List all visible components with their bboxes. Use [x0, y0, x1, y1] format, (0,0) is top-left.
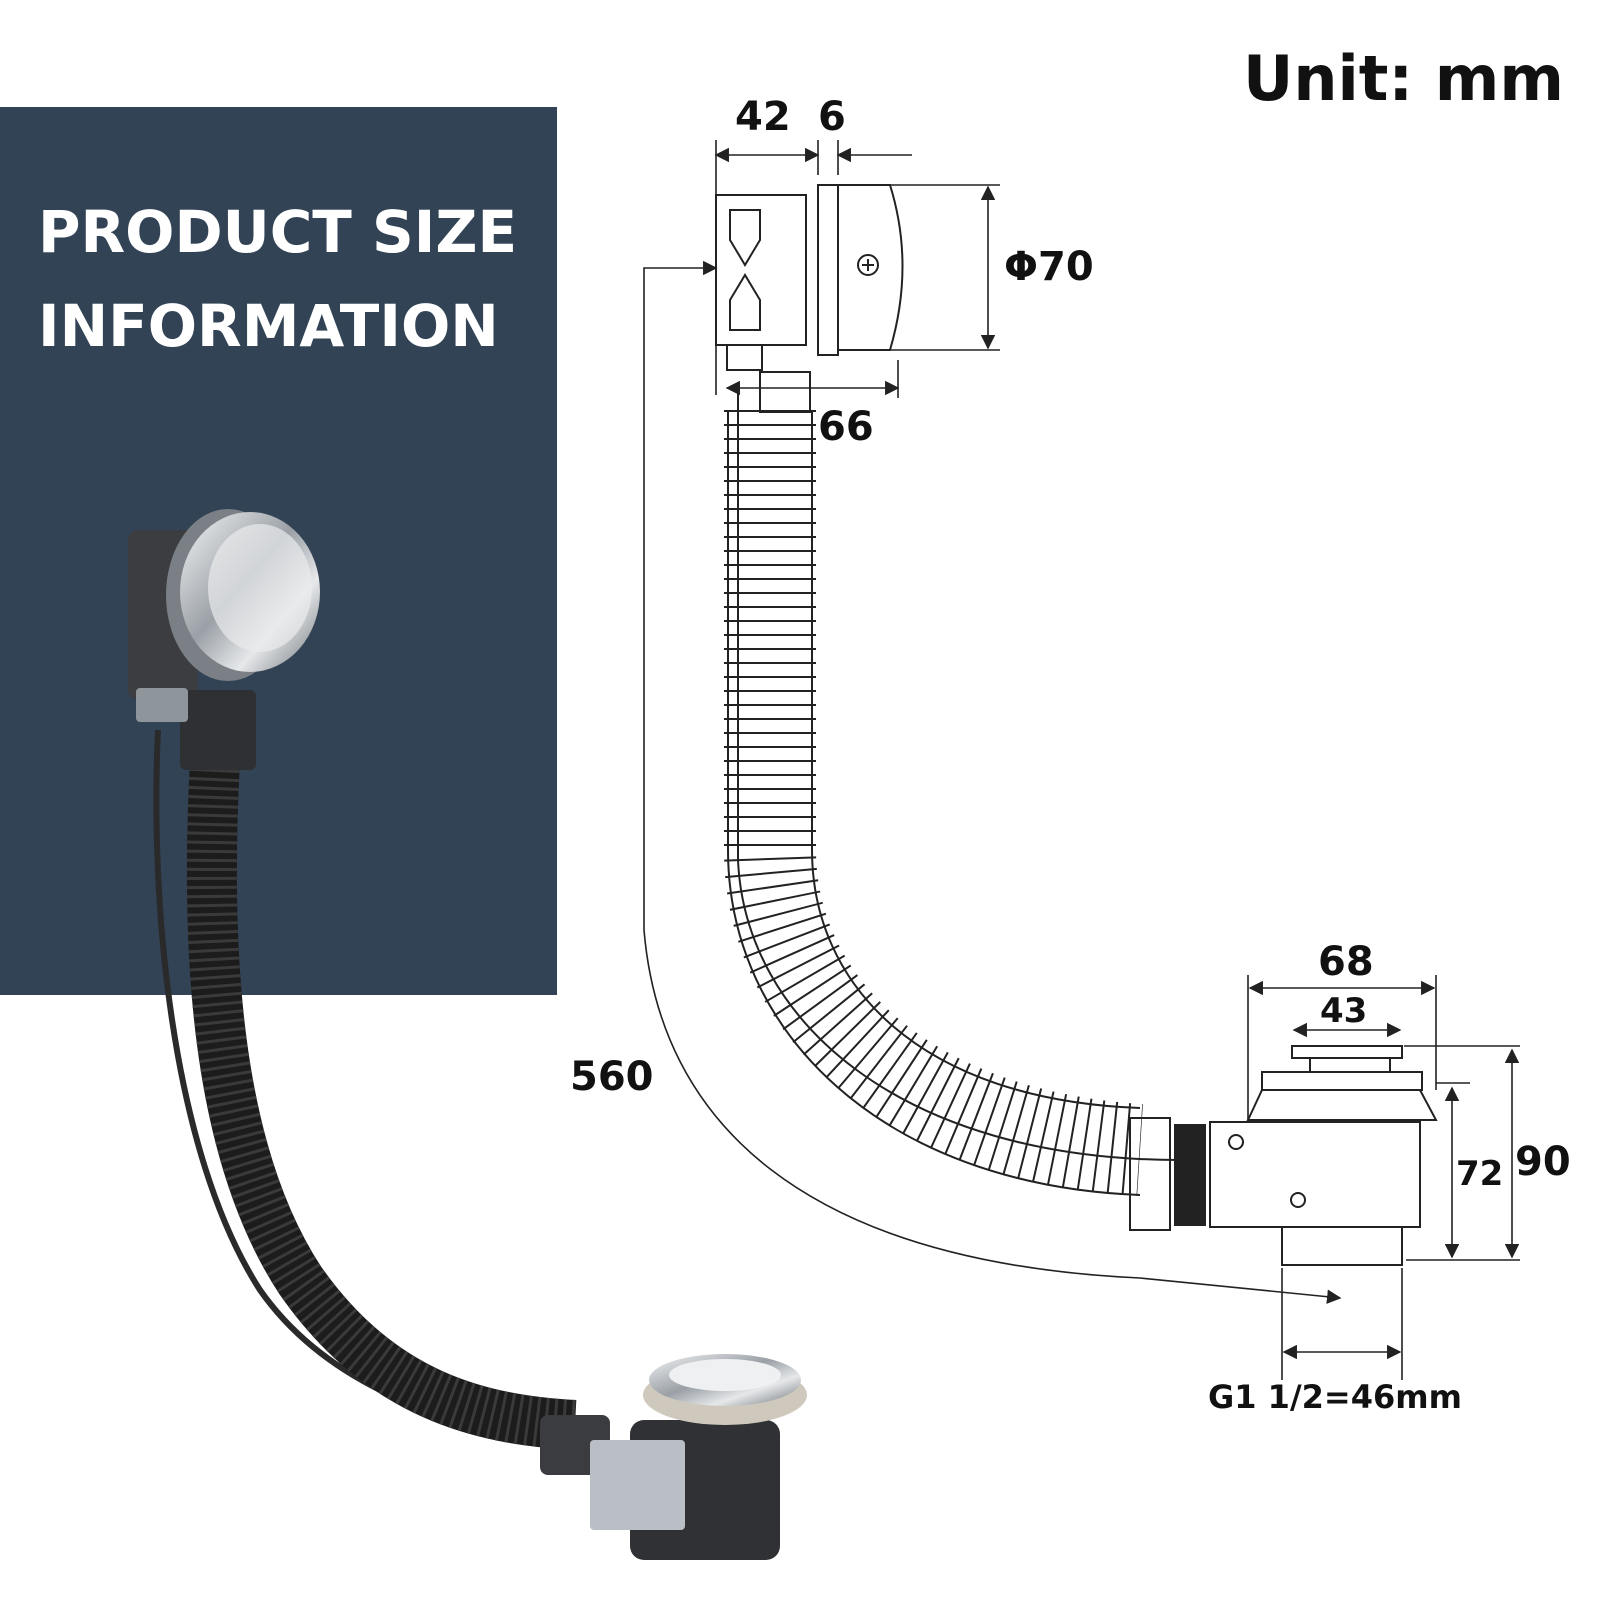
dim-body-height: 72: [1456, 1154, 1503, 1194]
plug-drawing: [1291, 1045, 1403, 1059]
dim-hose-length: 560: [570, 1054, 654, 1100]
overflow-cap-drawing: [837, 184, 904, 351]
hose-drawing: [724, 410, 1144, 1196]
dim-waste-top-diameter: 68: [1318, 939, 1374, 985]
dimension-labels: 42 6 Φ70 66 560 68 43 72 90 G1 1/2=46mm: [570, 94, 1571, 1416]
dim-total-height: 90: [1515, 1139, 1571, 1185]
technical-drawing: [643, 140, 1520, 1380]
dim-plug-diameter: 43: [1320, 991, 1367, 1031]
dim-overflow-width: 66: [818, 404, 874, 450]
title-line-1: PRODUCT SIZE: [38, 198, 518, 266]
title-line-2: INFORMATION: [38, 292, 499, 360]
dim-overflow-diameter: Φ70: [1004, 244, 1094, 290]
product-photo: [128, 509, 807, 1560]
unit-label: Unit: mm: [1243, 42, 1564, 115]
dim-thread-size: G1 1/2=46mm: [1208, 1378, 1462, 1416]
dim-plate-thickness: 6: [818, 94, 846, 140]
hose-photo: [186, 758, 577, 1450]
dim-overflow-depth: 42: [735, 94, 791, 140]
dimension-lines: [643, 140, 1520, 1380]
